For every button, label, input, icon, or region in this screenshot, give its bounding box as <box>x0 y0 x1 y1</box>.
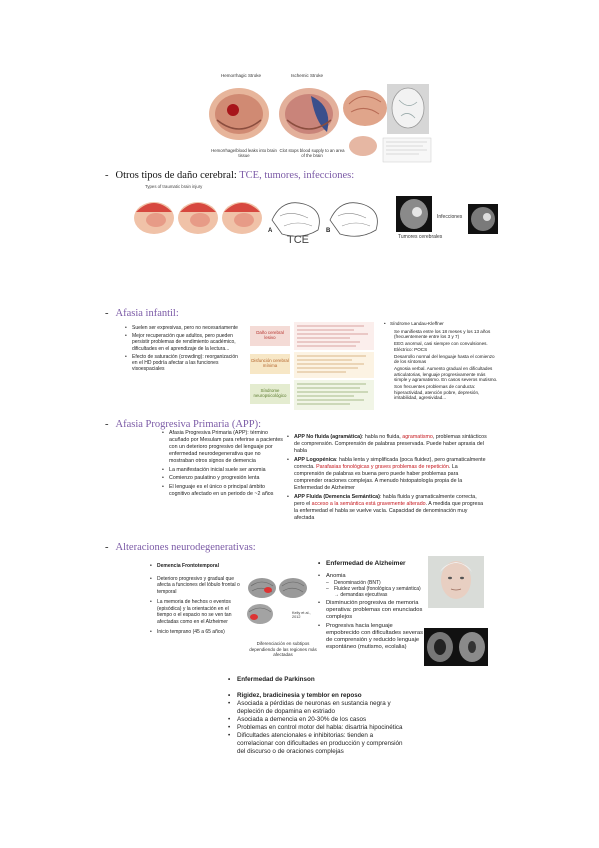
app-left-bullets: Afasia Progresiva Primaria (APP): términ… <box>161 430 285 500</box>
table-label-sindrome: Síndrome neuropsicológico <box>250 384 290 404</box>
ftd-caption: Diferenciación en subtipos dependiendo d… <box>249 641 317 658</box>
app-fluida: •APP Fluida (Demencia Semántica): habla … <box>287 494 484 521</box>
app-left-bullet-1: Afasia Progresiva Primaria (APP): términ… <box>162 430 285 465</box>
otros-rest: TCE, tumores, infecciones: <box>236 170 355 181</box>
app-subtypes: •APP No fluida (agramática): habla no fl… <box>287 434 487 522</box>
ftd-title: •Demencia Frontotemporal <box>150 563 219 569</box>
landau-kleffner-panel: •Síndrome Landau-Kleffner Se manifiesta … <box>384 321 499 401</box>
lkf-item-1: Se manifiesta entre los 18 meses y los 1… <box>394 328 491 340</box>
park-bullet-2: •Asociada a pérdidas de neuronas en sust… <box>228 700 391 715</box>
tce-label-a: A <box>268 228 273 234</box>
lkf-item-4: Agnosia verbal. Aumento gradual en dific… <box>394 365 498 383</box>
alzheimer-panel: •Enfermedad de Alzheimer •Anomia –Denomi… <box>318 560 426 651</box>
alz-bullet-1: •Disminución progresiva de memoria opera… <box>318 600 423 620</box>
tce-label: TCE <box>287 234 309 246</box>
tce-label-b: B <box>326 228 331 234</box>
alz-bullet-2: •Progresiva hacia lenguaje empobrecido c… <box>318 623 423 650</box>
ftd-panel: •Demencia Frontotemporal Deterioro progr… <box>150 563 242 638</box>
parkinson-panel: •Enfermedad de Parkinson •Rigidez, bradi… <box>228 676 408 756</box>
table-label-disfuncion: Disfunción cerebral mínima <box>250 354 290 374</box>
lkf-item-5: Son frecuentes problemas de conducta: hi… <box>394 384 480 401</box>
ftd-bullet-3: Inicio temprano (45 a 65 años) <box>150 629 242 636</box>
alzheimer-portrait-and-mri <box>424 556 488 666</box>
app-logopenica: •APP Logopénica: habla lenta y simplific… <box>287 457 486 491</box>
section-alteraciones-heading: -Alteraciones neurodegenerativas: <box>105 542 256 553</box>
hemorrhagic-stroke-caption: Hemorrhage/blood leaks into brain tissue <box>211 148 277 158</box>
app-left-bullet-4: El lenguaje es el único o principal ámbi… <box>162 484 285 498</box>
lkf-item-2: EEG anormal, casi siempre con convulsion… <box>394 341 488 352</box>
ftd-brain-images <box>247 578 307 624</box>
alz-anomia: •Anomia <box>318 573 346 579</box>
tce-illustrations <box>134 196 498 237</box>
stroke-brain-illustrations <box>209 84 432 163</box>
ischemic-stroke-caption: Clot stops blood supply to an area of th… <box>279 148 345 158</box>
section-otros-tipos-heading: -Otros tipos de daño cerebral: TCE, tumo… <box>105 170 355 181</box>
alz-title: •Enfermedad de Alzheimer <box>318 560 406 567</box>
park-title: •Enfermedad de Parkinson <box>228 676 315 683</box>
alz-anomia-sub-2: –Fluidez verbal (fonológica y semántica)… <box>326 586 421 598</box>
app-left-bullet-3: Comienzo paulatino y progresión lenta <box>162 475 285 482</box>
ischemic-stroke-title: Ischemic Stroke <box>291 73 324 78</box>
app-left-bullet-2: La manifestación inicial suele ser anomi… <box>162 467 285 474</box>
table-detail-lines <box>294 322 374 410</box>
lkf-item-3: Desarrollo normal del lenguaje hasta el … <box>394 353 495 365</box>
otros-lead: Otros tipos de daño cerebral <box>115 170 234 181</box>
stroke-figure: Hemorrhagic Stroke Ischemic Stroke Hemor… <box>203 72 435 172</box>
table-label-dano: Daño cerebral lesivo <box>250 326 290 346</box>
park-bullet-5: •Dificultades atencionales e inhibitoria… <box>228 732 403 755</box>
infantil-classification-table: Daño cerebral lesivo Disfunción cerebral… <box>250 322 374 410</box>
section-app-heading: -Afasia Progresiva Primaria (APP): <box>105 419 262 430</box>
lkf-title: •Síndrome Landau-Kleffner <box>384 321 444 326</box>
ftd-bullet-1: Deterioro progresivo y gradual que afect… <box>150 576 242 596</box>
infecciones-label: Infecciones <box>437 214 463 220</box>
tbi-types-title: Types of traumatic brain injury <box>145 184 203 189</box>
ftd-bullet-2: La memoria de hechos o eventos (episódic… <box>150 599 242 625</box>
app-no-fluida: •APP No fluida (agramática): habla no fl… <box>287 434 487 454</box>
ftd-reference: Kelly et al., 2012 <box>292 611 311 620</box>
tumores-label: Tumores cerebrales <box>398 234 443 240</box>
infantil-bullet-3: Efecto de saturación (crowding): reorgan… <box>125 354 244 373</box>
park-bullet-3: •Asociada a demencia en 20-30% de los ca… <box>228 716 367 723</box>
park-bullet-1: •Rigidez, bradicinesia y temblor en repo… <box>228 692 362 699</box>
hemorrhagic-stroke-title: Hemorrhagic Stroke <box>221 73 262 78</box>
afasia-infantil-bullets: Suelen ser expresivas, pero no necesaria… <box>124 325 244 374</box>
tce-figure: Types of traumatic brain injury A B TCE … <box>132 184 500 250</box>
infantil-bullet-2: Mejor recuperación que adultos, pero pue… <box>125 333 244 352</box>
section-afasia-infantil-heading: -Afasia infantil: <box>105 308 179 319</box>
park-bullet-4: •Problemas en control motor del habla: d… <box>228 724 403 731</box>
infantil-bullet-1: Suelen ser expresivas, pero no necesaria… <box>125 325 244 331</box>
alz-anomia-sub-1: –Denominación (BNT) <box>326 580 381 586</box>
